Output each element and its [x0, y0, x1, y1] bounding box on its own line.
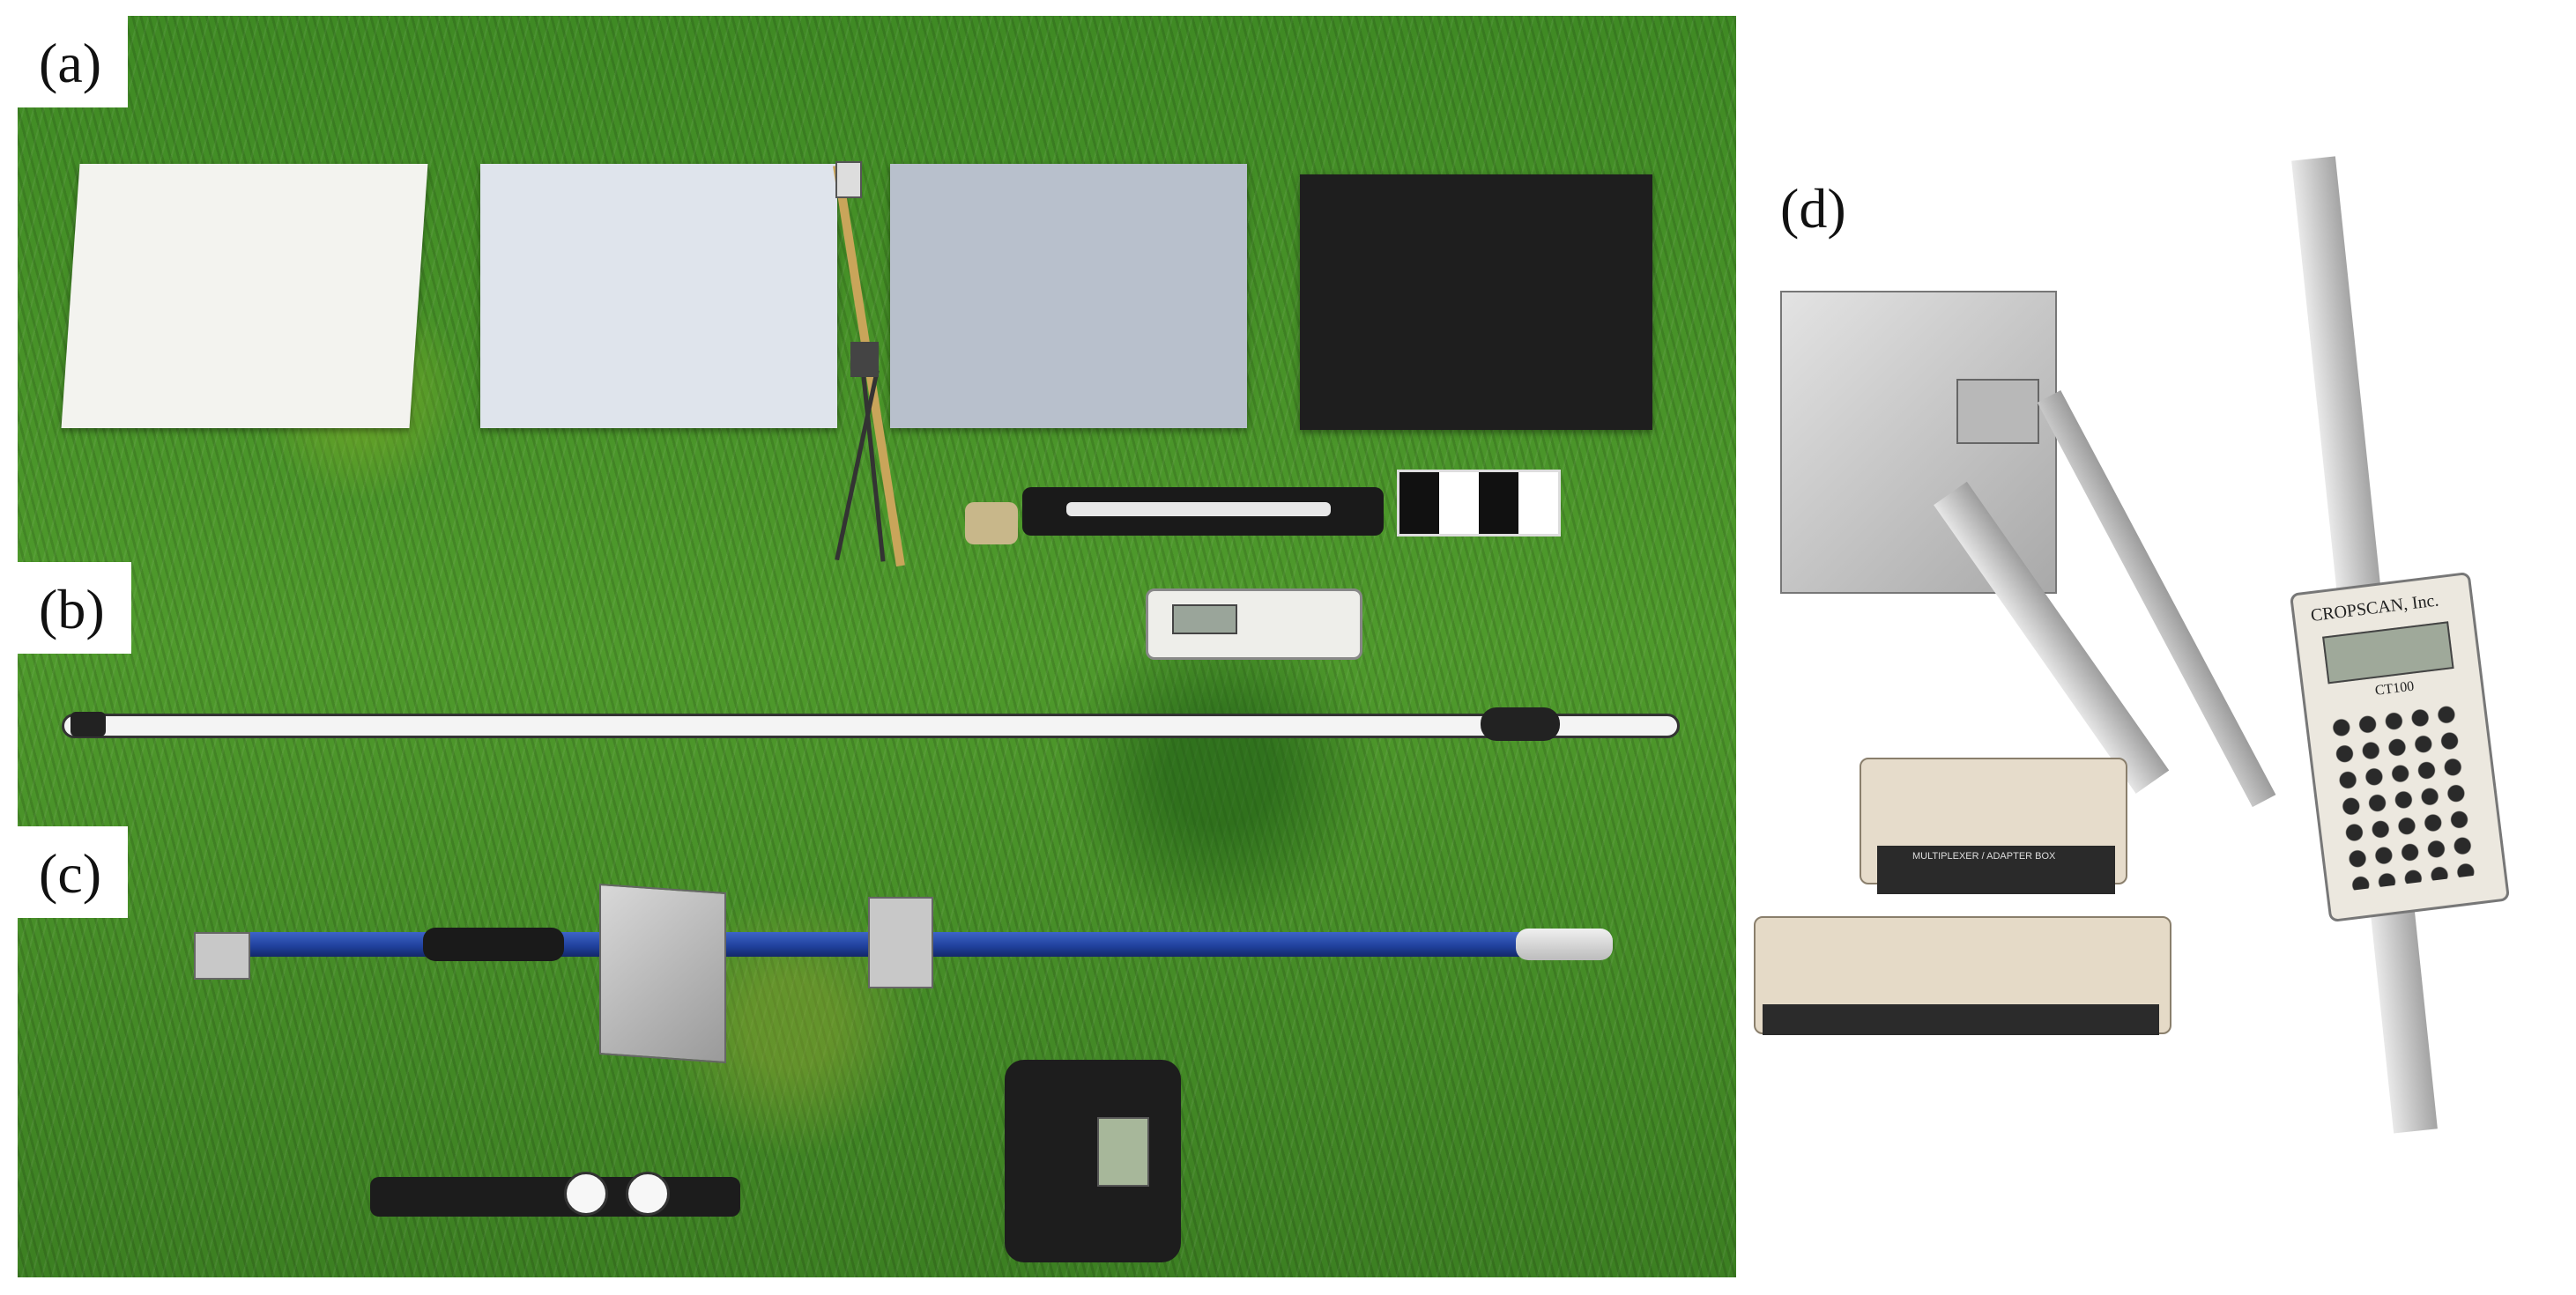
target-black — [1300, 174, 1652, 430]
panel-d-label: (d) — [1780, 177, 1846, 240]
small-sensor-box — [965, 502, 1018, 544]
panel-a: (a) — [18, 16, 1736, 567]
pole-grip — [423, 928, 564, 961]
panel-c: (c) — [18, 826, 1736, 1277]
panel-b-label-box: (b) — [18, 562, 131, 654]
pole-sensor-left — [71, 712, 106, 736]
cropscan-handheld-terminal: CROPSCAN, Inc. CT100 — [2289, 571, 2511, 923]
panel-a-label-box: (a) — [18, 16, 129, 107]
target-gray — [890, 164, 1247, 428]
sensor-disc-1 — [564, 1172, 608, 1216]
mast-sensor-head — [835, 161, 862, 198]
datalogger-screen — [1097, 1117, 1149, 1187]
base-unit-front — [1763, 1004, 2159, 1035]
target-white — [61, 164, 428, 428]
tripod-head — [850, 342, 879, 377]
datalogger — [1005, 1060, 1181, 1262]
adapter-box-label: MULTIPLEXER / ADAPTER BOX — [1912, 851, 2056, 862]
panel-c-label: (c) — [39, 842, 102, 905]
pole-end-clamp — [194, 932, 250, 980]
terminal-model: CT100 — [2374, 678, 2416, 699]
terminal-screen — [2322, 621, 2454, 684]
sensor-bar-c — [370, 1177, 740, 1217]
sensor-disc-2 — [626, 1172, 670, 1216]
white-measuring-pole — [62, 714, 1680, 738]
meter-display — [1172, 604, 1237, 634]
upward-sensor-clamp — [868, 897, 933, 988]
pole-sensor-right — [1481, 707, 1560, 741]
pole-end-cap — [1516, 929, 1613, 960]
target-light-gray — [480, 164, 837, 428]
checkerboard-target — [1397, 470, 1561, 536]
adapter-box-front: MULTIPLEXER / ADAPTER BOX — [1877, 846, 2115, 894]
panel-d: (d) CROPSCAN, Inc. CT100 MULTIPLEXER / A… — [1754, 156, 2565, 1136]
terminal-keypad — [2327, 699, 2480, 892]
sensor-housing — [599, 883, 726, 1064]
panel-b-label: (b) — [39, 578, 105, 640]
sensor-head-connector — [1956, 379, 2039, 444]
panel-c-label-box: (c) — [18, 826, 129, 918]
sensor-bar-window — [1066, 502, 1331, 516]
panel-a-label: (a) — [39, 32, 102, 94]
panel-b: (b) — [18, 562, 1736, 826]
sensor-cable — [2037, 389, 2276, 808]
terminal-brand: CROPSCAN, Inc. — [2309, 590, 2440, 626]
